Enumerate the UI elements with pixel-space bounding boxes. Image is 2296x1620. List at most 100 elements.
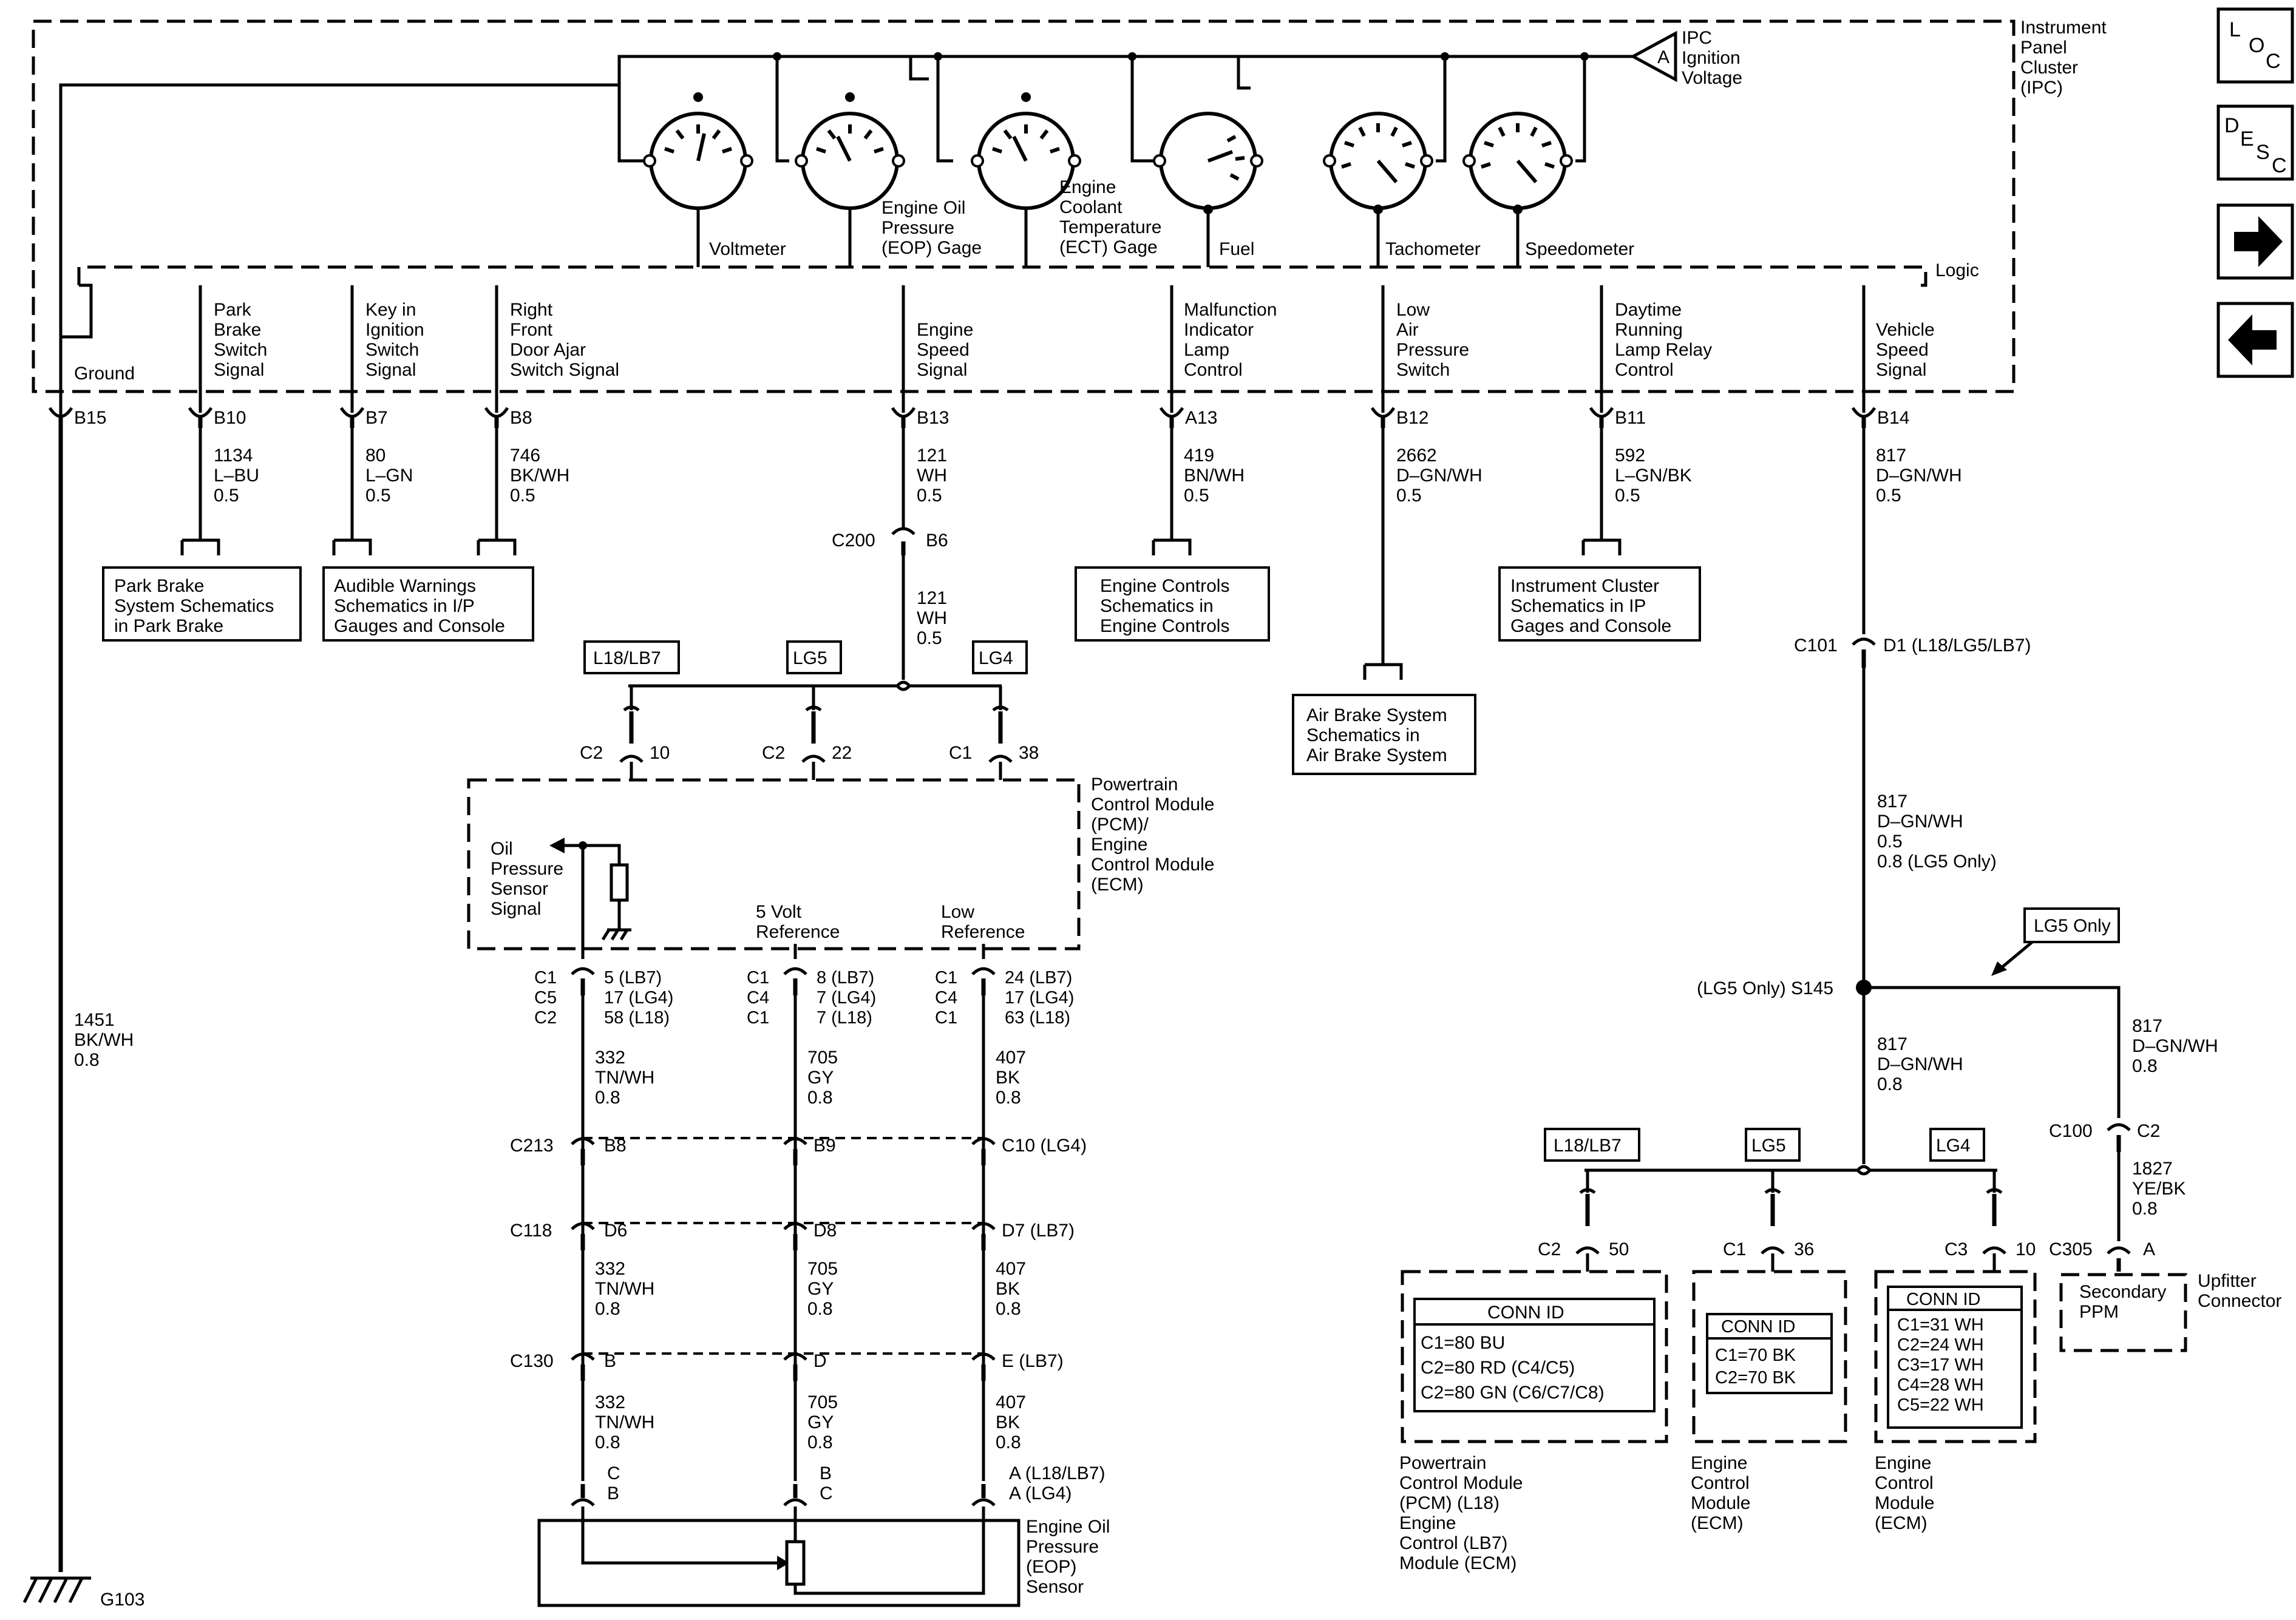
svg-text:Door Ajar: Door Ajar xyxy=(510,340,586,360)
svg-text:17 (LG4): 17 (LG4) xyxy=(1005,988,1074,1008)
svg-text:in Park Brake: in Park Brake xyxy=(114,616,223,636)
svg-text:BK/WH: BK/WH xyxy=(510,466,569,486)
svg-text:746: 746 xyxy=(510,446,540,466)
module-pin-2: C3 10 xyxy=(1944,1194,2036,1272)
svg-text:L–BU: L–BU xyxy=(214,466,259,486)
pcm-top-pin-conn-1: C2 xyxy=(762,743,785,763)
svg-text:Gages and Console: Gages and Console xyxy=(1510,616,1671,636)
desc-button[interactable]: D E S C xyxy=(2216,104,2294,181)
module-pin-conn-2: C3 xyxy=(1944,1239,1968,1259)
vss-branch: C101 D1 (L18/LG5/LB7) 817 D–GN/WH 0.5 0.… xyxy=(1579,635,2218,1272)
svg-text:817: 817 xyxy=(1877,791,1907,812)
fuel-gauge: Fuel xyxy=(1153,112,1263,267)
svg-text:BK: BK xyxy=(996,1068,1020,1088)
svg-text:Pressure: Pressure xyxy=(881,218,954,238)
svg-text:0.8: 0.8 xyxy=(595,1299,620,1319)
svg-text:(PCM) (L18): (PCM) (L18) xyxy=(1399,1493,1500,1513)
svg-text:GY: GY xyxy=(807,1412,834,1432)
svg-text:D1 (L18/LG5/LB7): D1 (L18/LG5/LB7) xyxy=(1883,635,2031,656)
svg-text:332: 332 xyxy=(595,1048,625,1068)
c130-pin-0: B xyxy=(604,1351,616,1371)
svg-text:Signal: Signal xyxy=(917,360,967,380)
svg-text:Sensor: Sensor xyxy=(1026,1577,1084,1597)
svg-text:1827: 1827 xyxy=(2132,1159,2173,1179)
c213-label: C213 xyxy=(510,1136,554,1156)
svg-text:C5=22 WH: C5=22 WH xyxy=(1897,1395,1984,1415)
svg-text:Schematics in I/P: Schematics in I/P xyxy=(334,596,475,616)
svg-text:(IPC): (IPC) xyxy=(2020,78,2063,98)
svg-text:C4: C4 xyxy=(935,988,957,1008)
pin-b11: B11 xyxy=(1589,407,1646,428)
svg-text:Vehicle: Vehicle xyxy=(1876,320,1935,340)
loc-button[interactable]: L O C xyxy=(2216,7,2294,84)
svg-text:B: B xyxy=(607,1483,619,1503)
svg-text:Module (ECM): Module (ECM) xyxy=(1399,1553,1517,1573)
pcm-low-ref-label: Low xyxy=(941,902,974,922)
svg-text:Speed: Speed xyxy=(1876,340,1929,360)
svg-text:C2: C2 xyxy=(534,1008,557,1028)
svg-text:L18/LB7: L18/LB7 xyxy=(593,648,661,668)
svg-text:PPM: PPM xyxy=(2079,1302,2119,1322)
module-pin-num-2: 10 xyxy=(2016,1239,2036,1259)
pcm-dashed-box xyxy=(467,778,1081,951)
loc-letter-2: O xyxy=(2249,34,2264,57)
svg-text:592: 592 xyxy=(1615,446,1645,466)
svg-text:(ECM): (ECM) xyxy=(1091,875,1144,895)
left-arrow-icon xyxy=(2228,314,2277,365)
svg-text:C1: C1 xyxy=(935,1008,957,1028)
svg-text:BK/WH: BK/WH xyxy=(74,1030,134,1050)
svg-text:Oil: Oil xyxy=(491,839,513,859)
module-pin-conn-1: C1 xyxy=(1723,1239,1746,1259)
svg-text:0.8: 0.8 xyxy=(1877,1074,1903,1094)
svg-text:GY: GY xyxy=(807,1279,834,1299)
svg-text:C: C xyxy=(607,1463,620,1483)
svg-text:Coolant: Coolant xyxy=(1059,197,1123,217)
svg-text:0.8: 0.8 xyxy=(996,1299,1021,1319)
svg-text:63 (L18): 63 (L18) xyxy=(1005,1008,1070,1028)
svg-text:0.8: 0.8 xyxy=(595,1088,620,1108)
svg-text:D–GN/WH: D–GN/WH xyxy=(1877,812,1963,832)
svg-text:Connector: Connector xyxy=(2198,1291,2281,1311)
svg-text:Engine Oil: Engine Oil xyxy=(1026,1517,1110,1537)
svg-text:Air Brake System: Air Brake System xyxy=(1306,705,1447,725)
svg-text:Audible Warnings: Audible Warnings xyxy=(334,576,476,596)
svg-text:80: 80 xyxy=(365,446,385,466)
svg-text:Engine: Engine xyxy=(1091,835,1147,855)
next-page-button[interactable] xyxy=(2216,203,2294,280)
c200-connector: C200 B6 121 WH 0.5 xyxy=(832,527,948,680)
pcm-top-pin-conn-2: C1 xyxy=(949,743,972,763)
svg-text:Panel: Panel xyxy=(2020,38,2067,58)
prev-page-button[interactable] xyxy=(2216,302,2294,378)
svg-text:Lamp: Lamp xyxy=(1184,340,1229,360)
svg-text:C5: C5 xyxy=(534,988,557,1008)
pcm-low-ref-label-2: Reference xyxy=(941,922,1025,942)
svg-text:0.8: 0.8 xyxy=(807,1432,833,1452)
svg-text:0.5: 0.5 xyxy=(365,486,391,506)
ipc-ignition-input: A IPC Ignition Voltage xyxy=(1629,28,1742,88)
svg-text:Schematics in: Schematics in xyxy=(1100,596,1214,616)
svg-text:0.8: 0.8 xyxy=(595,1432,620,1452)
svg-text:CONN ID: CONN ID xyxy=(1721,1317,1795,1337)
svg-text:Powertrain: Powertrain xyxy=(1399,1453,1486,1473)
svg-text:LG4: LG4 xyxy=(1936,1136,1971,1156)
svg-text:Engine Controls: Engine Controls xyxy=(1100,576,1229,596)
svg-text:Temperature: Temperature xyxy=(1059,217,1161,237)
svg-text:407: 407 xyxy=(996,1048,1026,1068)
pcm-top-pin-conn-0: C2 xyxy=(580,743,603,763)
svg-text:LG5 Only: LG5 Only xyxy=(2034,916,2111,936)
module-upfitter-connector: Secondary PPM Upfitter Connector xyxy=(2059,1271,2281,1352)
svg-text:YE/BK: YE/BK xyxy=(2132,1179,2186,1199)
svg-text:Switch: Switch xyxy=(1396,360,1450,380)
